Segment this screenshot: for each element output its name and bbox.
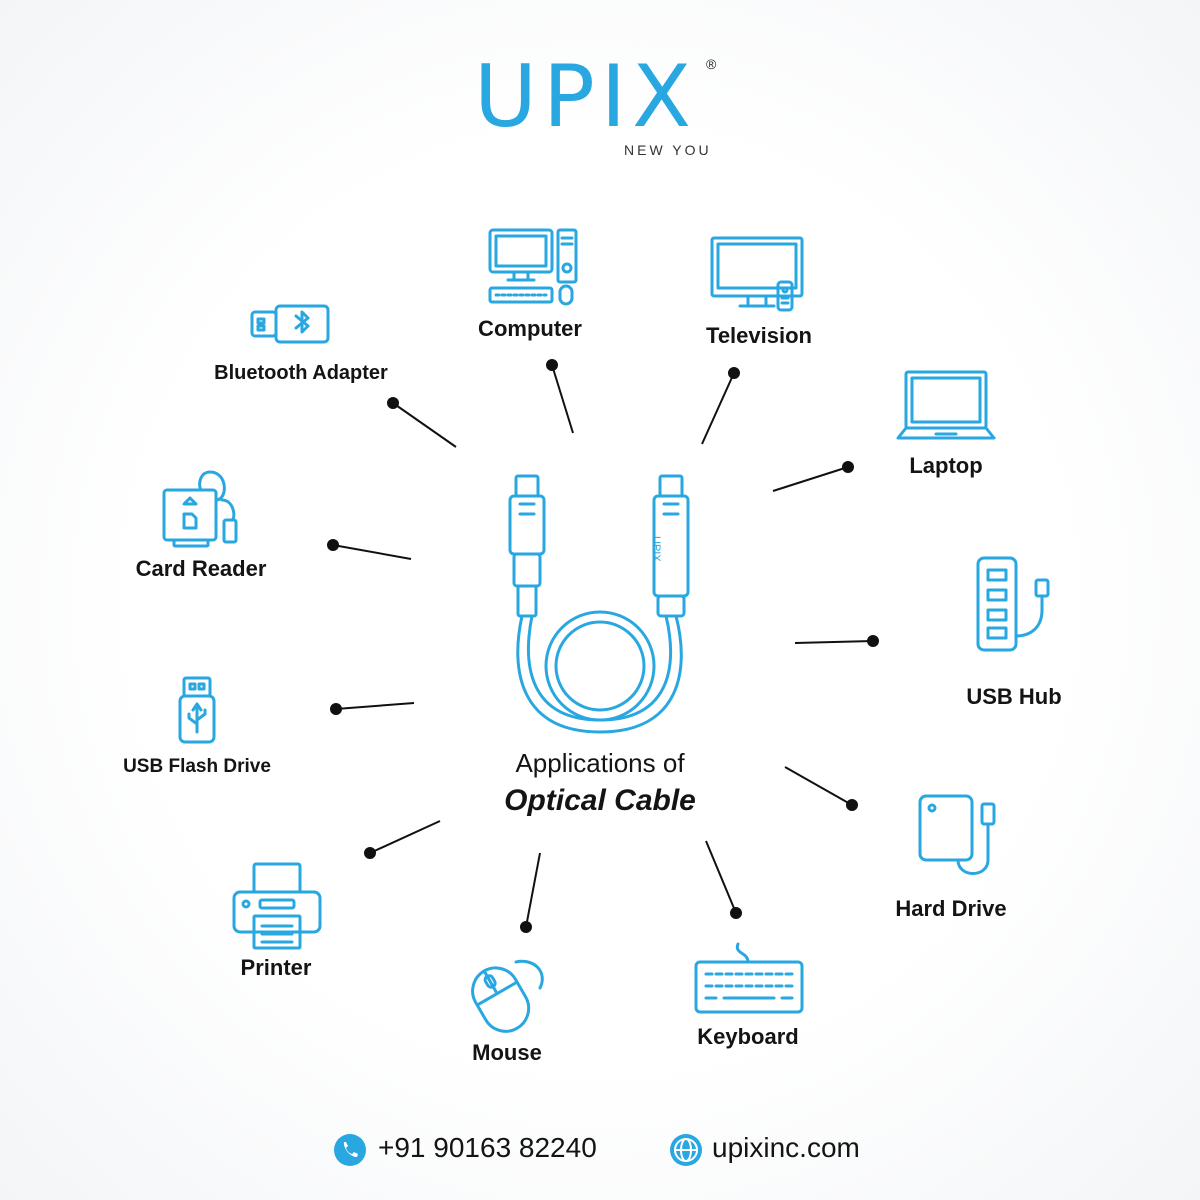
connector-mouse (520, 852, 541, 933)
connector-television (701, 367, 740, 445)
computer-icon (488, 228, 580, 306)
television-icon (710, 236, 806, 312)
keyboard-icon (694, 940, 804, 1016)
brand-name: UPIX (474, 47, 698, 147)
contact-phone[interactable]: +91 90163 82240 (378, 1132, 597, 1163)
connector-usb-flash-drive (330, 702, 415, 715)
connector-printer (364, 820, 441, 859)
label-usb-hub: USB Hub (966, 684, 1062, 709)
brand-tagline: NEW YOU (624, 142, 712, 158)
connector-hard-drive (784, 766, 858, 811)
printer-icon (232, 862, 322, 952)
label-usb-flash-drive: USB Flash Drive (123, 756, 271, 777)
cable-print-label: UPIX (650, 536, 662, 562)
contact-website[interactable]: upixinc.com (712, 1132, 860, 1163)
label-hard-drive: Hard Drive (895, 896, 1007, 921)
connector-bluetooth-adapter (387, 397, 457, 448)
brand-logo: UPIX ® NEW YOU (474, 52, 734, 162)
label-printer: Printer (240, 955, 312, 980)
usb-hub-icon (976, 556, 1056, 654)
globe-icon (670, 1134, 702, 1166)
phone-icon (334, 1134, 366, 1166)
label-bluetooth-adapter: Bluetooth Adapter (214, 362, 388, 384)
label-mouse: Mouse (472, 1040, 542, 1065)
label-television: Television (706, 323, 812, 348)
center-subtitle: Applications of (515, 748, 685, 778)
label-laptop: Laptop (909, 453, 983, 478)
bluetooth-adapter-icon (250, 304, 332, 344)
center-title: Optical Cable (504, 784, 696, 817)
registered-mark: ® (706, 56, 717, 72)
connector-card-reader (327, 539, 412, 560)
connector-usb-hub (794, 635, 879, 647)
usb-flash-drive-icon (178, 676, 218, 746)
hard-drive-icon (918, 794, 998, 882)
connector-laptop (772, 461, 854, 492)
laptop-icon (896, 370, 996, 446)
label-keyboard: Keyboard (697, 1024, 799, 1049)
connector-computer (546, 359, 574, 434)
label-card-reader: Card Reader (135, 556, 267, 581)
label-computer: Computer (478, 316, 582, 341)
card-reader-icon (162, 468, 242, 550)
connector-keyboard (705, 840, 742, 919)
mouse-icon (462, 956, 552, 1036)
optical-cable-icon: UPIX (500, 470, 700, 750)
